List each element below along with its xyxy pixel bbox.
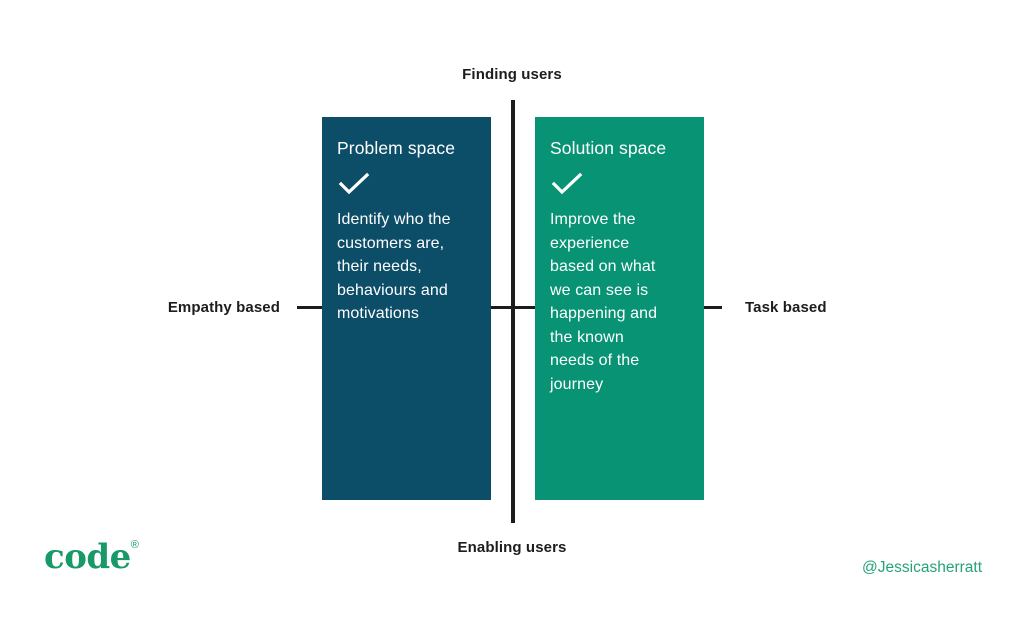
solution-space-title: Solution space <box>550 138 667 158</box>
checkmark-icon <box>338 172 370 195</box>
problem-space-description: Identify who the customers are, their ne… <box>337 211 451 322</box>
problem-space-box: Problem space Identify who the customers… <box>322 117 491 500</box>
code-logo: code® <box>44 537 139 577</box>
code-logo-text: code <box>44 537 131 577</box>
axis-label-finding-users: Finding users <box>462 66 562 83</box>
solution-space-box: Solution space Improve the experience ba… <box>535 117 704 500</box>
axis-label-empathy-based: Empathy based <box>167 299 280 316</box>
horizontal-axis-line <box>297 306 722 309</box>
axis-label-enabling-users: Enabling users <box>457 539 567 556</box>
credit-handle: @Jessicasherratt <box>862 559 982 576</box>
problem-space-title: Problem space <box>337 138 456 158</box>
checkmark-icon <box>551 172 583 195</box>
registered-trademark-icon: ® <box>130 539 139 551</box>
vertical-axis-line <box>511 100 515 523</box>
solution-space-description: Improve the experience based on what we … <box>550 211 658 393</box>
axis-label-task-based: Task based <box>745 299 827 316</box>
